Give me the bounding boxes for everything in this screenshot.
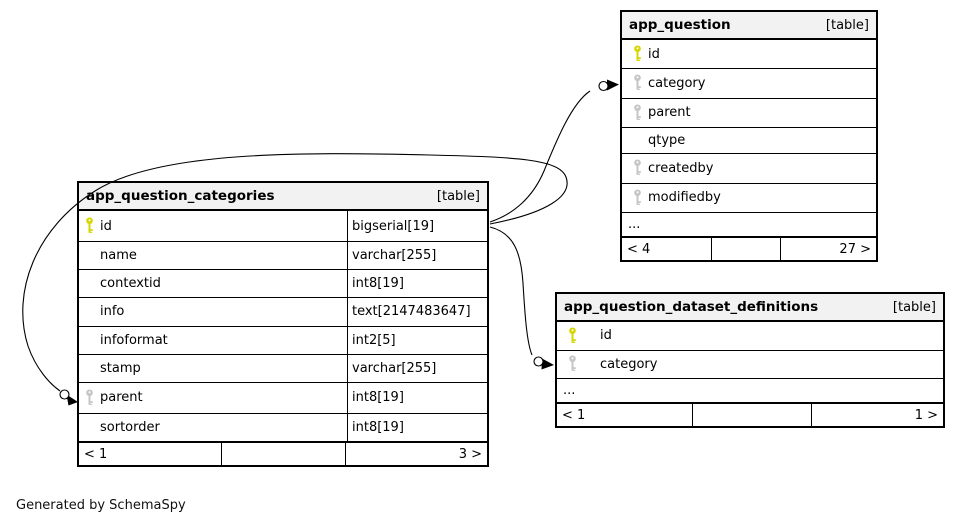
column-type: text[2147483647] (347, 298, 487, 326)
footer-parents-count: < 4 (627, 241, 651, 257)
table-title[interactable]: app_question_categories (86, 188, 275, 204)
fk-edge-question-category-to-categories-id (489, 79, 619, 223)
table-footer: < 4 27 > (622, 236, 876, 260)
table-app-question: app_question [table] id category parent … (620, 10, 878, 262)
more-columns-ellipsis: ... (557, 378, 943, 402)
column-row-infoformat: infoformat int2[5] (79, 325, 487, 354)
zero-or-one-circle-icon (59, 389, 70, 400)
column-type: varchar[255] (347, 354, 487, 382)
column-name: sortorder (100, 419, 160, 435)
footer-middle (221, 443, 345, 465)
foreign-key-icon (568, 355, 600, 373)
column-rows: id category parent qtype createdby modif… (622, 40, 876, 212)
column-row-category: category (622, 68, 876, 97)
table-title[interactable]: app_question_dataset_definitions (564, 299, 819, 315)
column-name: id (100, 218, 112, 234)
footer-parents-count: < 1 (84, 446, 108, 462)
table-type-badge: [table] (892, 299, 936, 315)
primary-key-icon (568, 327, 600, 345)
column-row-id: id (557, 322, 943, 350)
arrowhead-icon (541, 358, 554, 370)
column-name: stamp (100, 360, 141, 376)
column-name: id (648, 46, 660, 62)
column-row-name: name varchar[255] (79, 241, 487, 270)
foreign-key-icon (633, 74, 648, 92)
footer-children-count: 3 > (345, 443, 487, 465)
column-type: int2[5] (347, 326, 487, 354)
foreign-key-icon (633, 159, 648, 177)
column-type: int8[19] (347, 413, 487, 441)
table-footer: < 1 3 > (79, 441, 487, 465)
table-header[interactable]: app_question_dataset_definitions [table] (557, 294, 943, 322)
column-row-parent: parent int8[19] (79, 381, 487, 413)
table-type-badge: [table] (436, 188, 480, 204)
column-name: category (600, 356, 658, 372)
column-type: int8[19] (347, 270, 487, 298)
column-row-modifiedby: modifiedby (622, 182, 876, 212)
column-type: varchar[255] (347, 242, 487, 270)
column-name: infoformat (100, 332, 168, 348)
table-header[interactable]: app_question_categories [table] (79, 183, 487, 211)
column-name: modifiedby (648, 190, 721, 206)
column-name: createdby (648, 160, 714, 176)
arrowhead-icon (607, 79, 619, 91)
column-type: bigserial[19] (347, 211, 487, 242)
column-name: info (100, 304, 125, 320)
column-name: contextid (100, 276, 161, 292)
column-row-createdby: createdby (622, 153, 876, 182)
column-row-category: category (557, 349, 943, 379)
zero-or-one-circle-icon (598, 80, 609, 92)
column-row-qtype: qtype (622, 126, 876, 153)
column-row-stamp: stamp varchar[255] (79, 353, 487, 382)
column-row-id: id bigserial[19] (79, 211, 487, 242)
foreign-key-icon (85, 389, 100, 407)
footer-children-count: 1 > (811, 404, 943, 426)
column-name: parent (100, 390, 143, 406)
table-app-question-categories: app_question_categories [table] id bigse… (77, 181, 489, 467)
column-name: category (648, 75, 706, 91)
foreign-key-icon (633, 104, 648, 122)
generated-by-note: Generated by SchemaSpy (16, 498, 186, 513)
footer-children-count: 27 > (780, 238, 876, 260)
column-row-id: id (622, 40, 876, 68)
fk-edge-dataset-category-to-categories-id (489, 226, 554, 370)
foreign-key-icon (633, 189, 648, 207)
column-row-contextid: contextid int8[19] (79, 269, 487, 298)
table-type-badge: [table] (825, 17, 869, 33)
footer-middle (711, 238, 780, 260)
table-footer: < 1 1 > (557, 402, 943, 426)
table-app-question-dataset-definitions: app_question_dataset_definitions [table]… (555, 292, 945, 428)
column-name: parent (648, 105, 691, 121)
column-name: name (100, 248, 137, 264)
column-row-sortorder: sortorder int8[19] (79, 412, 487, 441)
column-rows: id category (557, 322, 943, 378)
column-row-info: info text[2147483647] (79, 297, 487, 326)
zero-or-one-circle-icon (533, 356, 544, 367)
footer-middle (692, 404, 811, 426)
table-header[interactable]: app_question [table] (622, 12, 876, 40)
column-rows: id bigserial[19] name varchar[255] conte… (79, 211, 487, 441)
column-name: id (600, 328, 612, 344)
column-type: int8[19] (347, 382, 487, 413)
table-title[interactable]: app_question (629, 17, 731, 33)
column-row-parent: parent (622, 97, 876, 127)
primary-key-icon (85, 217, 100, 235)
footer-parents-count: < 1 (562, 407, 586, 423)
more-columns-ellipsis: ... (622, 212, 876, 236)
primary-key-icon (633, 45, 648, 63)
column-name: qtype (648, 133, 686, 149)
